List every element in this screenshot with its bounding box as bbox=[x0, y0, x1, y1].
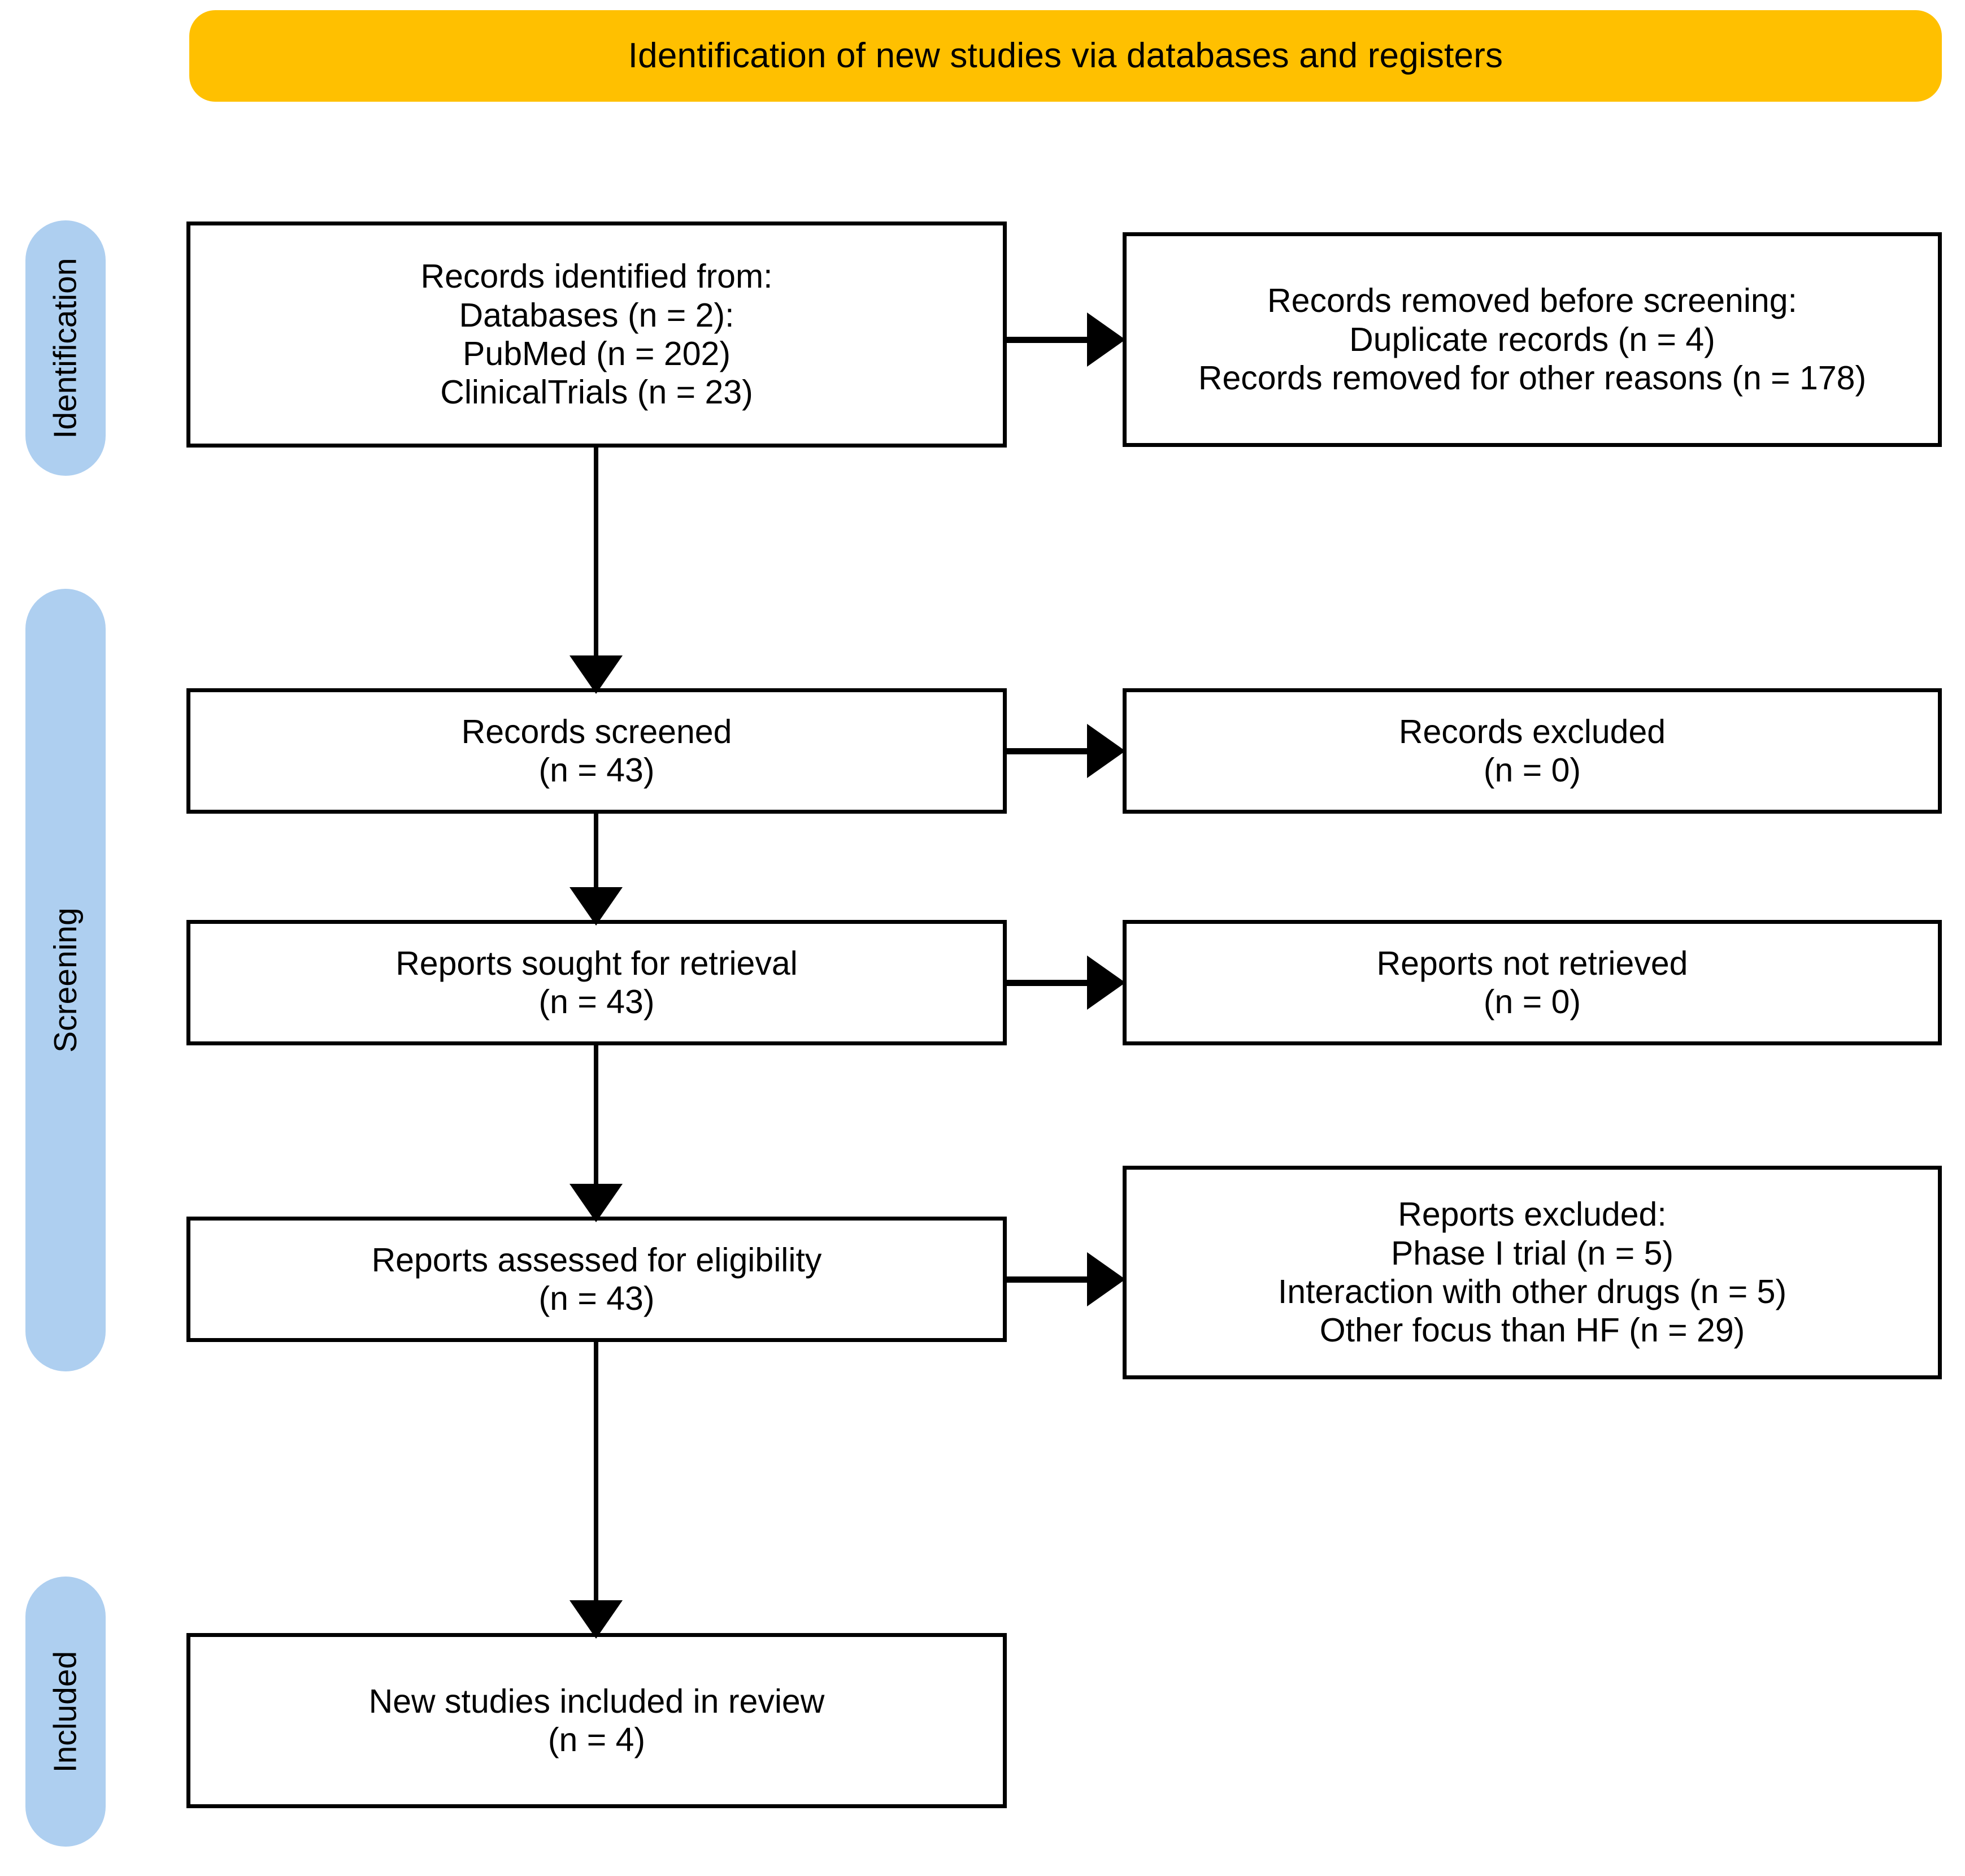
box-line: Reports sought for retrieval bbox=[395, 944, 798, 982]
box-line: Other focus than HF (n = 29) bbox=[1319, 1312, 1745, 1349]
box-reports-excluded: Reports excluded: Phase I trial (n = 5) … bbox=[1123, 1166, 1942, 1379]
box-line: Records excluded bbox=[1398, 713, 1666, 750]
connector-sought-to-not-retrieved bbox=[1007, 980, 1098, 986]
arrowhead-right-icon bbox=[1087, 312, 1125, 367]
box-records-excluded: Records excluded (n = 0) bbox=[1123, 688, 1942, 814]
stage-pill-screening: Screening bbox=[25, 589, 106, 1371]
stage-label-identification: Identification bbox=[47, 257, 84, 439]
connector-identified-to-removed bbox=[1007, 337, 1098, 343]
box-line: PubMed (n = 202) bbox=[463, 335, 731, 372]
box-line: (n = 0) bbox=[1483, 983, 1581, 1020]
box-line: Duplicate records (n = 4) bbox=[1349, 320, 1715, 358]
box-line: Reports not retrieved bbox=[1376, 944, 1688, 982]
arrowhead-right-icon bbox=[1087, 956, 1125, 1010]
box-line: (n = 43) bbox=[538, 1280, 655, 1317]
stage-label-screening: Screening bbox=[47, 907, 84, 1053]
arrowhead-down-icon bbox=[569, 1184, 623, 1222]
box-line: Records screened bbox=[461, 713, 732, 750]
stage-label-included: Included bbox=[47, 1651, 84, 1773]
box-records-screened: Records screened (n = 43) bbox=[186, 688, 1007, 814]
stage-pill-identification: Identification bbox=[25, 220, 106, 476]
box-reports-sought-for-retrieval: Reports sought for retrieval (n = 43) bbox=[186, 920, 1007, 1045]
box-line: Interaction with other drugs (n = 5) bbox=[1277, 1273, 1787, 1310]
connector-assessed-to-reports-excluded bbox=[1007, 1276, 1098, 1283]
box-reports-not-retrieved: Reports not retrieved (n = 0) bbox=[1123, 920, 1942, 1045]
box-line: New studies included in review bbox=[368, 1682, 825, 1720]
box-line: Records removed for other reasons (n = 1… bbox=[1198, 359, 1867, 397]
connector-identified-to-screened bbox=[594, 448, 598, 662]
arrowhead-right-icon bbox=[1087, 1252, 1125, 1306]
connector-sought-to-assessed bbox=[594, 1045, 598, 1191]
arrowhead-down-icon bbox=[569, 655, 623, 694]
box-line: Records identified from: bbox=[420, 258, 773, 296]
page-title: Identification of new studies via databa… bbox=[628, 36, 1503, 75]
box-new-studies-included-in-review: New studies included in review (n = 4) bbox=[186, 1633, 1007, 1808]
box-records-identified: Records identified from: Databases (n = … bbox=[186, 222, 1007, 448]
arrowhead-down-icon bbox=[569, 887, 623, 926]
box-line: Databases (n = 2): bbox=[459, 296, 734, 334]
box-records-removed-before-screening: Records removed before screening: Duplic… bbox=[1123, 232, 1942, 447]
box-reports-assessed-for-eligibility: Reports assessed for eligibility (n = 43… bbox=[186, 1217, 1007, 1342]
box-line: ClinicalTrials (n = 23) bbox=[440, 374, 753, 411]
header-banner: Identification of new studies via databa… bbox=[189, 10, 1942, 102]
box-line: Reports assessed for eligibility bbox=[371, 1241, 822, 1279]
connector-screened-to-excluded bbox=[1007, 748, 1098, 754]
connector-screened-to-sought bbox=[594, 814, 598, 894]
box-line: Reports excluded: bbox=[1398, 1196, 1667, 1234]
connector-assessed-to-included bbox=[594, 1342, 598, 1608]
box-line: (n = 43) bbox=[538, 752, 655, 789]
stage-pill-included: Included bbox=[25, 1577, 106, 1847]
box-line: Phase I trial (n = 5) bbox=[1390, 1234, 1674, 1272]
box-line: Records removed before screening: bbox=[1267, 282, 1797, 320]
box-line: (n = 0) bbox=[1483, 752, 1581, 789]
box-line: (n = 43) bbox=[538, 983, 655, 1020]
arrowhead-right-icon bbox=[1087, 724, 1125, 778]
box-line: (n = 4) bbox=[547, 1721, 646, 1758]
arrowhead-down-icon bbox=[569, 1600, 623, 1639]
